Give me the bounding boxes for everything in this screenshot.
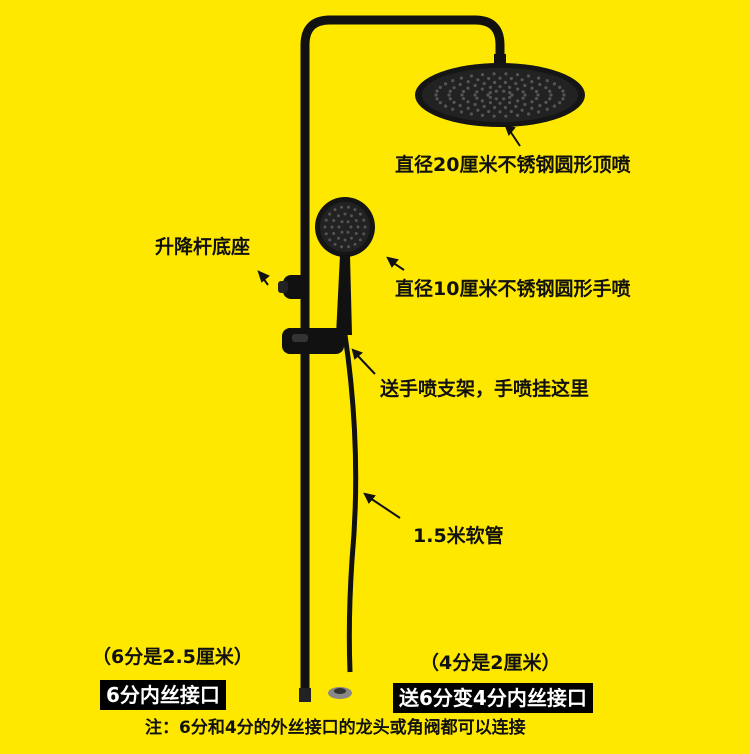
annotation-arrows bbox=[257, 124, 521, 519]
bracket-label: 送手喷支架，手喷挂这里 bbox=[380, 378, 590, 400]
six-fen-size-label: （6分是2.5厘米） bbox=[92, 646, 253, 668]
four-fen-size-label: （4分是2厘米） bbox=[420, 652, 561, 674]
six-fen-port-fitting bbox=[299, 688, 311, 702]
top-shower-label: 直径20厘米不锈钢圆形顶喷 bbox=[395, 154, 631, 176]
bracket-icon bbox=[282, 328, 344, 354]
hand-shower-label: 直径10厘米不锈钢圆形手喷 bbox=[395, 278, 631, 300]
hose-label: 1.5米软管 bbox=[413, 525, 504, 547]
lift-base-label: 升降杆底座 bbox=[155, 236, 251, 258]
adapter-fitting-icon bbox=[328, 687, 352, 699]
connection-note: 注：6分和4分的外丝接口的龙头或角阀都可以连接 bbox=[145, 718, 526, 738]
hose bbox=[342, 334, 359, 673]
top-shower-head-icon bbox=[415, 54, 585, 127]
riser-pipe bbox=[300, 15, 505, 695]
hand-shower-icon bbox=[315, 197, 375, 335]
lift-base-icon bbox=[278, 275, 307, 299]
adapter-label: 送6分变4分内丝接口 bbox=[393, 683, 593, 713]
six-fen-port-label: 6分内丝接口 bbox=[100, 680, 226, 710]
